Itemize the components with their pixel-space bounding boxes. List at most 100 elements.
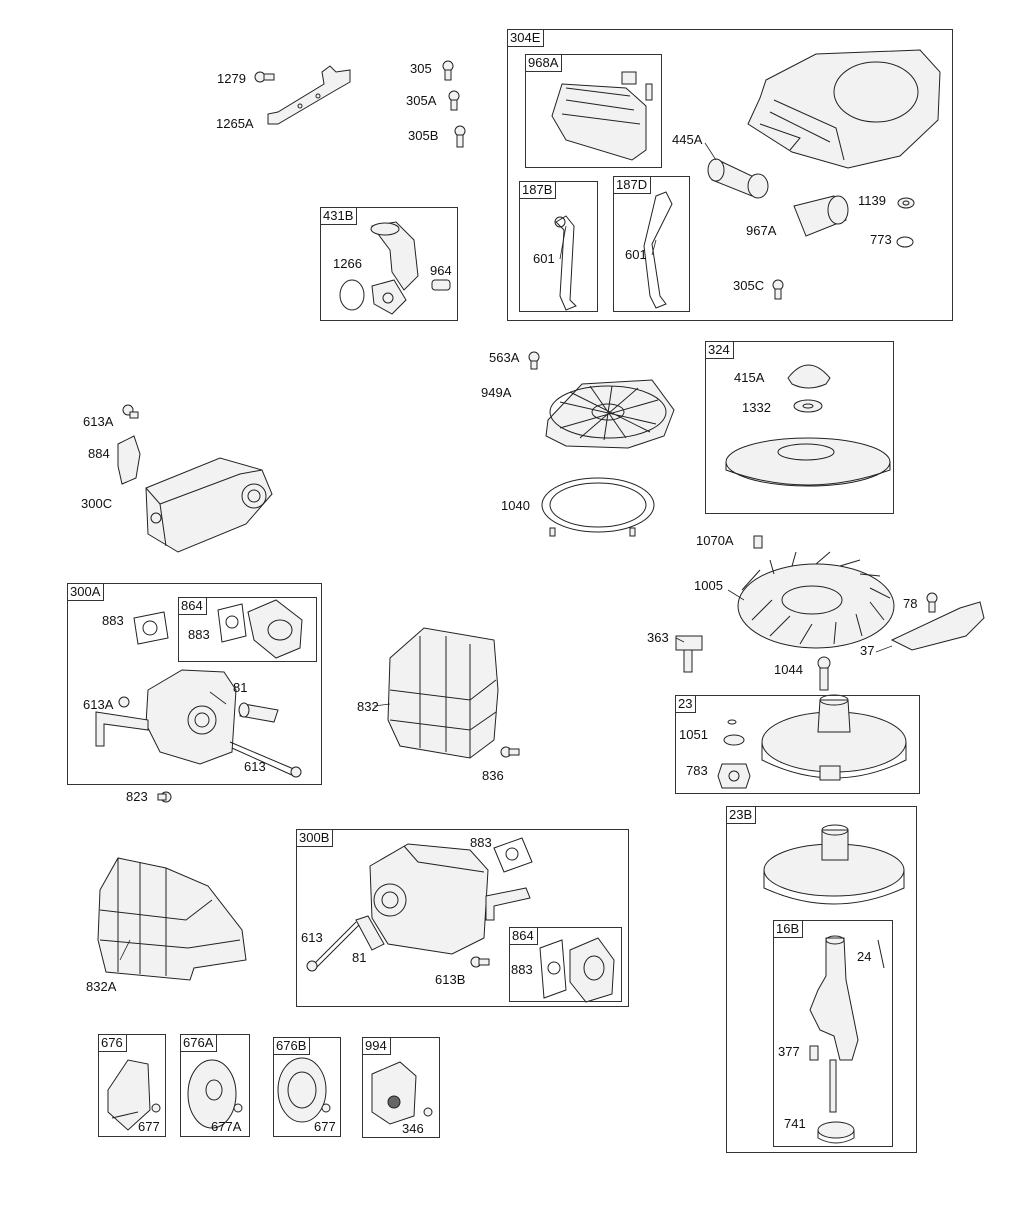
- part-label-445a[interactable]: 445A: [672, 132, 703, 147]
- part-label-836[interactable]: 836: [482, 768, 504, 783]
- part-label-305[interactable]: 305: [410, 61, 432, 76]
- part-label-613-300a[interactable]: 613: [244, 759, 266, 774]
- part-screen-949a[interactable]: [545, 379, 675, 449]
- part-washer-1332[interactable]: [793, 399, 823, 413]
- part-screw-836[interactable]: [500, 746, 520, 758]
- part-label-677-676b[interactable]: 677: [314, 1119, 336, 1134]
- part-label-1040[interactable]: 1040: [501, 498, 530, 513]
- part-filter-445a[interactable]: [707, 158, 769, 199]
- part-label-884[interactable]: 884: [88, 446, 110, 461]
- part-label-377[interactable]: 377: [778, 1044, 800, 1059]
- part-label-1332[interactable]: 1332: [742, 400, 771, 415]
- part-cover-676[interactable]: [107, 1059, 161, 1131]
- part-screw-563a[interactable]: [528, 351, 540, 370]
- part-gasket-883-300b-top[interactable]: [493, 837, 533, 873]
- group-label-676a[interactable]: 676A: [181, 1035, 218, 1052]
- part-flywheel-23[interactable]: [761, 694, 907, 781]
- part-label-677-676[interactable]: 677: [138, 1119, 160, 1134]
- part-screw-823[interactable]: [157, 791, 172, 803]
- part-gasket-883-300a[interactable]: [133, 611, 169, 645]
- group-label-864a[interactable]: 864: [179, 598, 207, 615]
- part-label-346[interactable]: 346: [402, 1121, 424, 1136]
- group-label-23[interactable]: 23: [676, 696, 697, 713]
- part-label-1266[interactable]: 1266: [333, 256, 362, 271]
- part-label-823[interactable]: 823: [126, 789, 148, 804]
- group-label-16b[interactable]: 16B: [774, 921, 804, 938]
- part-cup-415a[interactable]: [787, 364, 831, 389]
- part-washer-1139[interactable]: [897, 197, 915, 209]
- part-label-883-864a[interactable]: 883: [188, 627, 210, 642]
- part-label-832[interactable]: 832: [357, 699, 379, 714]
- part-screw-613a-top[interactable]: [122, 404, 139, 419]
- part-key-377[interactable]: [809, 1045, 819, 1061]
- part-blower-housing-304e[interactable]: [747, 49, 941, 169]
- part-guard-832[interactable]: [387, 627, 499, 759]
- part-label-37[interactable]: 37: [860, 643, 875, 658]
- part-cover-676b[interactable]: [277, 1057, 331, 1123]
- part-muffler-300b[interactable]: [369, 843, 531, 955]
- part-label-300c[interactable]: 300C: [81, 496, 113, 511]
- part-crankshaft-16b[interactable]: [809, 935, 859, 1113]
- part-ignition-363[interactable]: [675, 635, 703, 673]
- part-screw-613b[interactable]: [470, 956, 490, 968]
- group-label-300a[interactable]: 300A: [68, 584, 105, 601]
- group-label-431b[interactable]: 431B: [321, 208, 358, 225]
- part-screw-305b[interactable]: [454, 125, 466, 148]
- part-label-1070a[interactable]: 1070A: [696, 533, 734, 548]
- part-bracket-1265a[interactable]: [267, 65, 351, 125]
- part-label-773[interactable]: 773: [870, 232, 892, 247]
- part-elbow-431b[interactable]: [339, 221, 451, 315]
- part-label-883-300a[interactable]: 883: [102, 613, 124, 628]
- part-label-613-300b[interactable]: 613: [301, 930, 323, 945]
- group-label-187b[interactable]: 187B: [520, 182, 557, 199]
- part-link-187d[interactable]: [643, 191, 673, 309]
- part-label-24[interactable]: 24: [857, 949, 872, 964]
- group-label-304e[interactable]: 304E: [508, 30, 545, 47]
- part-key-24[interactable]: [877, 939, 885, 969]
- part-screw-305a[interactable]: [448, 90, 460, 111]
- part-label-1279[interactable]: 1279: [217, 71, 246, 86]
- part-flywheel-23b[interactable]: [763, 824, 905, 905]
- part-label-613a-top[interactable]: 613A: [83, 414, 114, 429]
- part-brake-37[interactable]: [890, 601, 985, 651]
- part-label-741[interactable]: 741: [784, 1116, 806, 1131]
- part-label-78[interactable]: 78: [903, 596, 918, 611]
- part-bolt-613-300b[interactable]: [306, 921, 361, 972]
- part-label-305c[interactable]: 305C: [733, 278, 765, 293]
- part-screw-305c[interactable]: [772, 279, 784, 300]
- part-label-832a[interactable]: 832A: [86, 979, 117, 994]
- part-housing-968a[interactable]: [551, 71, 653, 161]
- part-label-81-300b[interactable]: 81: [352, 950, 367, 965]
- part-key-1051[interactable]: [723, 719, 745, 746]
- part-label-305a[interactable]: 305A: [406, 93, 437, 108]
- group-label-324[interactable]: 324: [706, 342, 734, 359]
- part-label-967a[interactable]: 967A: [746, 223, 777, 238]
- part-pulley-324[interactable]: [725, 437, 891, 487]
- part-screw-613a-300a[interactable]: [118, 696, 130, 708]
- part-label-1051[interactable]: 1051: [679, 727, 708, 742]
- part-muffler-300a[interactable]: [95, 669, 237, 765]
- part-link-187b[interactable]: [554, 215, 577, 311]
- part-muffler-300c[interactable]: [145, 457, 273, 553]
- part-label-1139[interactable]: 1139: [858, 193, 886, 208]
- part-gasket-883-864b[interactable]: [539, 939, 567, 999]
- part-label-305b[interactable]: 305B: [408, 128, 439, 143]
- part-flange-864b[interactable]: [569, 937, 615, 1003]
- part-label-949a[interactable]: 949A: [481, 385, 512, 400]
- part-gasket-883-864a[interactable]: [217, 603, 247, 643]
- part-label-783[interactable]: 783: [686, 763, 708, 778]
- part-screw-1279[interactable]: [254, 71, 275, 83]
- part-tube-81-300a[interactable]: [238, 702, 279, 723]
- part-screw-1044[interactable]: [817, 656, 831, 691]
- part-clip-773[interactable]: [896, 236, 914, 248]
- part-gear-741[interactable]: [817, 1121, 855, 1144]
- part-fan-1005[interactable]: [737, 551, 895, 649]
- part-label-363[interactable]: 363: [647, 630, 669, 645]
- part-screw-1070a[interactable]: [753, 535, 763, 549]
- part-label-1044[interactable]: 1044: [774, 662, 803, 677]
- group-label-864b[interactable]: 864: [510, 928, 538, 945]
- part-label-563a[interactable]: 563A: [489, 350, 520, 365]
- part-label-1005[interactable]: 1005: [694, 578, 723, 593]
- part-label-883-864b[interactable]: 883: [511, 962, 533, 977]
- part-bracket-81-300b[interactable]: [355, 915, 385, 951]
